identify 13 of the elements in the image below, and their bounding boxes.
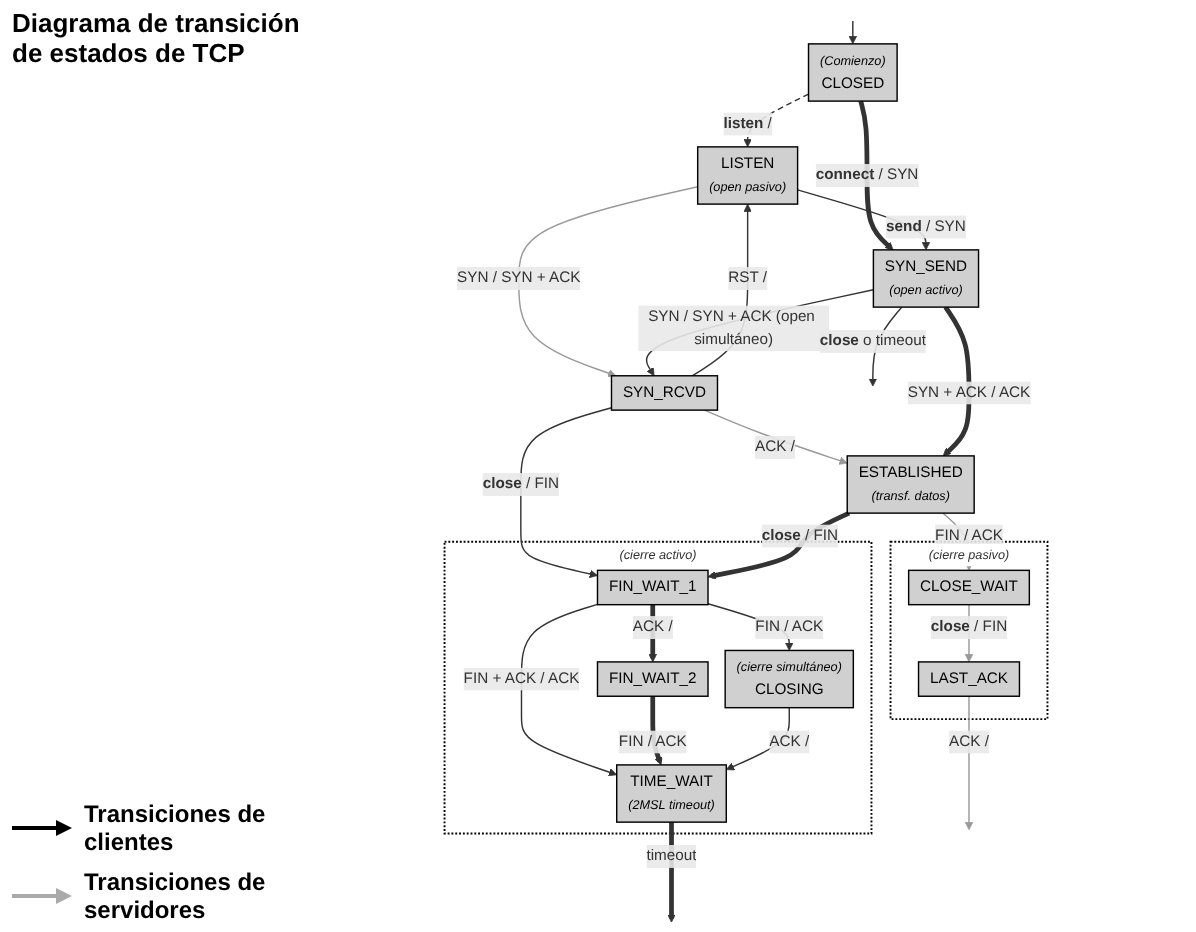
arrow [520,407,613,578]
arrow [848,20,857,45]
legend-label: Transiciones de clientes [84,800,268,856]
arrow [518,186,699,378]
diagram-title: Diagrama de transición de estados de TCP [12,8,302,68]
arrow [725,706,790,771]
arrow [942,305,972,457]
arrow [703,409,848,465]
arrow [520,603,618,777]
arrow [858,100,894,251]
arrow [964,695,974,831]
arrow [707,510,851,580]
legend-label: Transiciones de servidores [84,868,268,924]
